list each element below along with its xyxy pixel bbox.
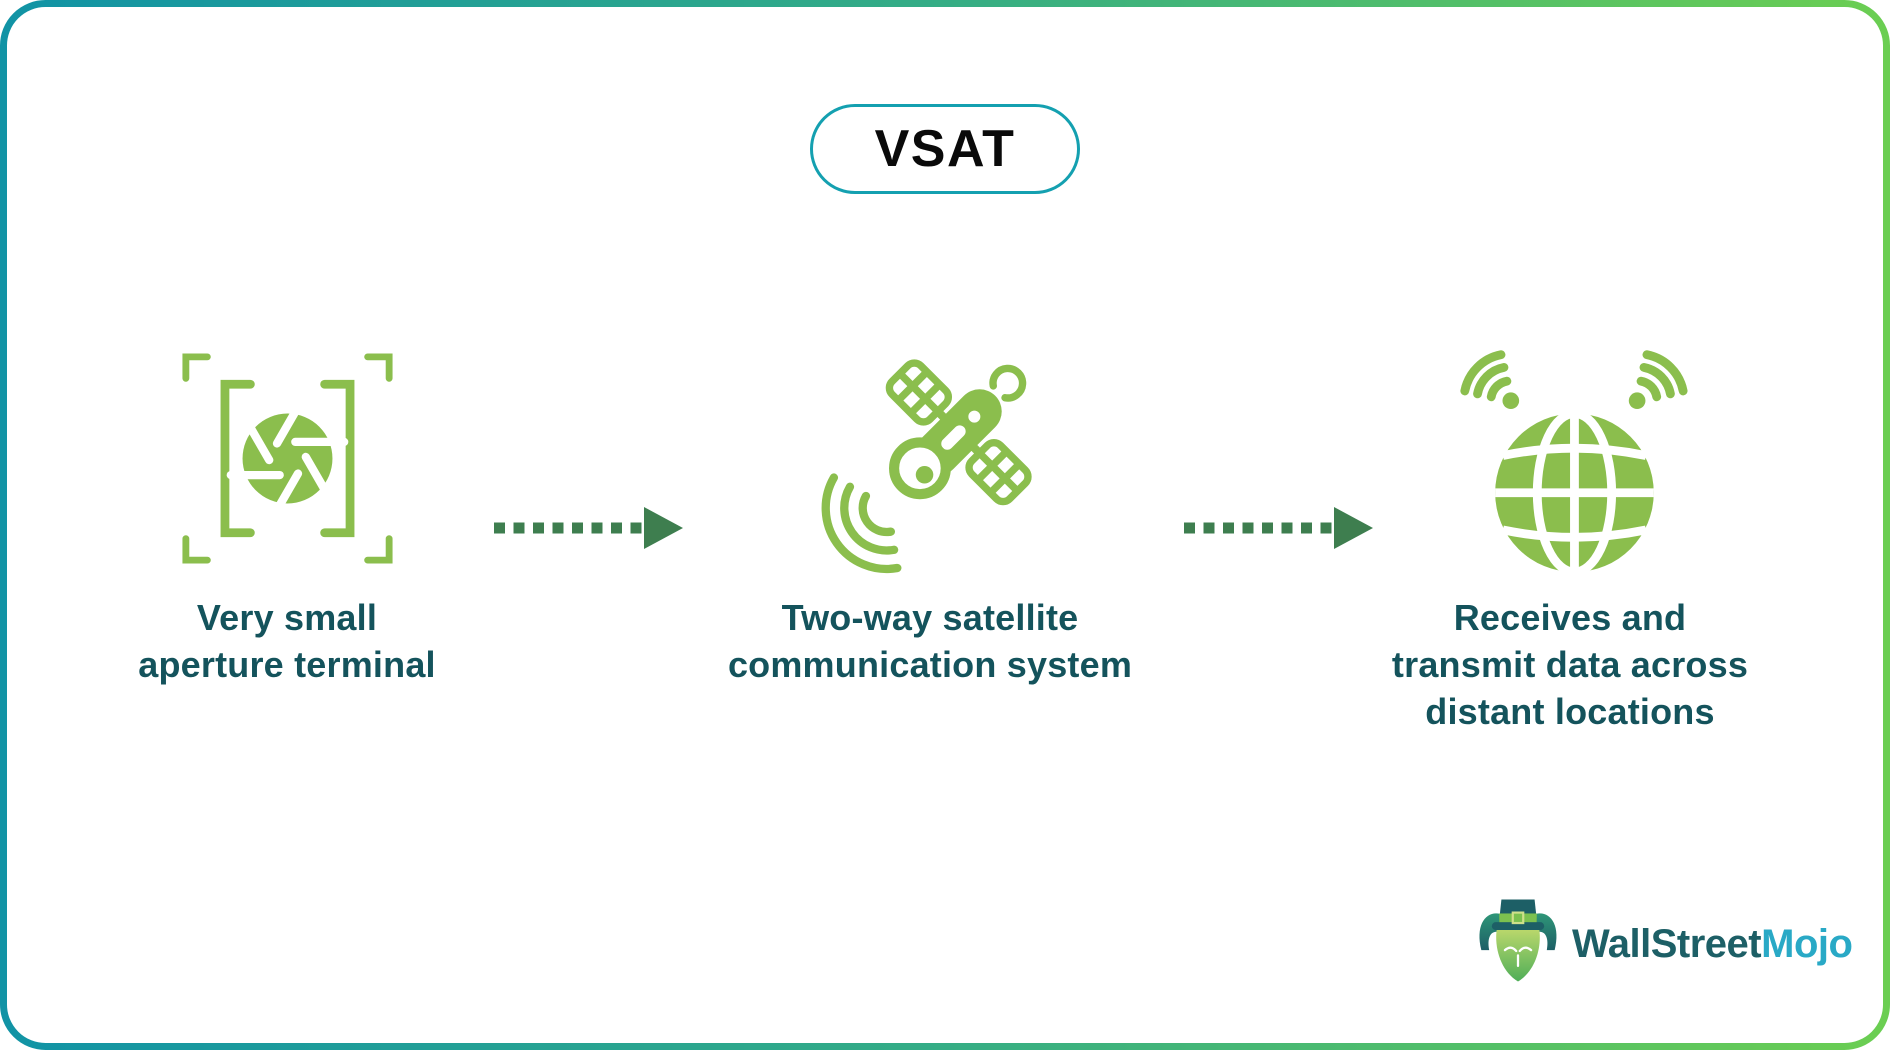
page-title: VSAT bbox=[874, 120, 1016, 178]
dashed-arrow-icon bbox=[494, 507, 683, 549]
brand-name-part2: Mojo bbox=[1761, 921, 1853, 966]
caption-line: communication system bbox=[727, 644, 1133, 685]
caption-aperture-terminal: Very small aperture terminal bbox=[27, 594, 547, 688]
caption-line: transmit data across bbox=[1391, 644, 1749, 685]
wifi-signal-right bbox=[1628, 350, 1688, 410]
wifi-signal-left bbox=[1460, 350, 1520, 410]
aperture-terminal-icon bbox=[182, 353, 393, 564]
brand-logo: WallStreetMojo bbox=[1474, 896, 1853, 992]
caption-line: aperture terminal bbox=[138, 644, 436, 685]
caption-line: Very small bbox=[196, 597, 378, 638]
caption-line: Receives and bbox=[1453, 597, 1687, 638]
caption-line: Two-way satellite bbox=[781, 597, 1079, 638]
dashed-arrow-icon bbox=[1184, 507, 1373, 549]
globe-wireless-icon bbox=[1460, 350, 1688, 576]
caption-line: distant locations bbox=[1425, 691, 1715, 732]
title-pill: VSAT bbox=[810, 104, 1080, 194]
caption-satellite-system: Two-way satellite communication system bbox=[670, 594, 1190, 688]
satellite-icon bbox=[821, 359, 1032, 574]
brand-name-part1: WallStreet bbox=[1572, 921, 1762, 966]
caption-data-locations: Receives and transmit data across distan… bbox=[1310, 594, 1830, 735]
brand-name: WallStreetMojo bbox=[1572, 921, 1853, 967]
bull-mascot-icon bbox=[1479, 899, 1557, 982]
